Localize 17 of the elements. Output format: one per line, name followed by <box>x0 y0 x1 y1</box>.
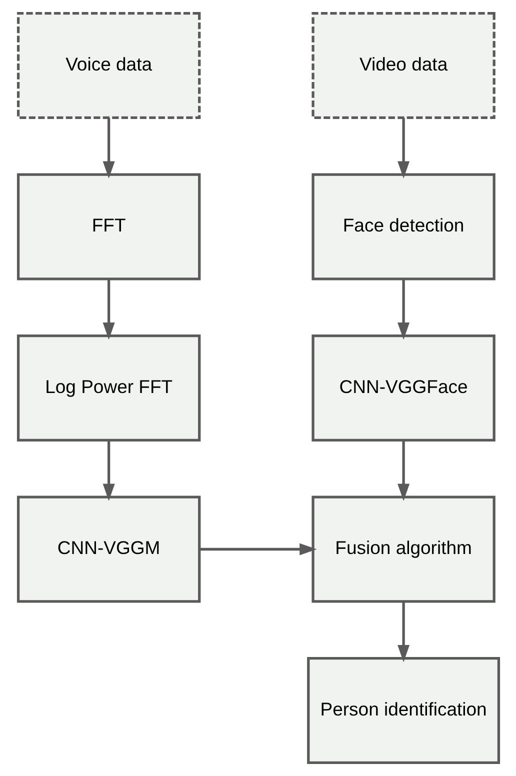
arrow <box>102 118 114 178</box>
arrow <box>102 440 114 501</box>
node-box: Fusion algorithm <box>311 496 495 603</box>
node-box: CNN-VGGM <box>16 496 200 603</box>
node-box: Log Power FFT <box>16 334 200 442</box>
arrow <box>397 279 410 340</box>
arrow <box>397 118 410 178</box>
arrow <box>397 602 410 662</box>
node-box: Video data <box>311 12 495 120</box>
arrow <box>397 440 410 501</box>
node-box: Voice data <box>16 12 200 120</box>
node-box: Face detection <box>311 173 495 280</box>
node-box: FFT <box>16 173 200 280</box>
arrow <box>102 279 114 340</box>
node-box: Person identification <box>306 656 500 764</box>
arrow <box>199 543 316 556</box>
node-box: CNN-VGGFace <box>311 334 495 442</box>
